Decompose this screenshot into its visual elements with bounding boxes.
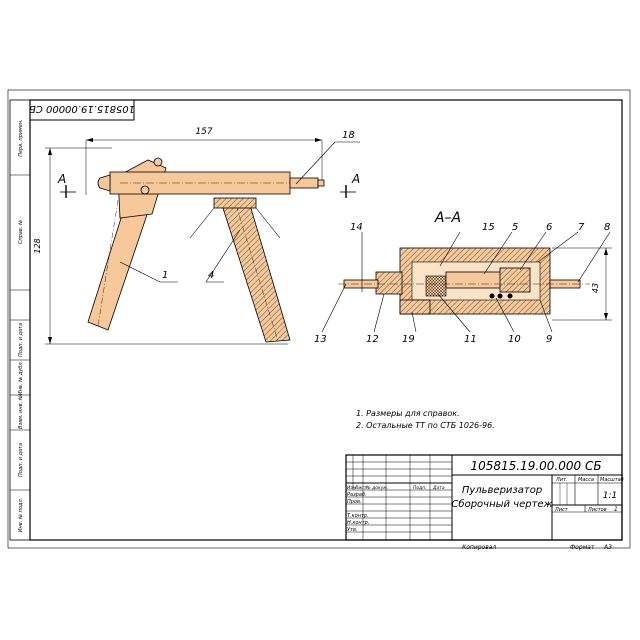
dimension-43: 43 xyxy=(591,283,600,293)
rev-header-doc: № докум. xyxy=(365,485,388,491)
rev-header-izm: Изм. xyxy=(347,485,358,491)
callout-7: 7 xyxy=(578,222,585,233)
sheets-label: Листов xyxy=(587,507,607,513)
callout-9: 9 xyxy=(546,334,552,345)
role-approved: Утв. xyxy=(347,527,358,533)
rear-nozzle xyxy=(97,174,111,192)
title-line-1: Пульверизатор xyxy=(462,485,542,496)
side-stamp-7: Инв. № подл. xyxy=(18,498,24,533)
rotated-designation: 105815.19.00000 СБ xyxy=(29,103,135,114)
callout-18: 18 xyxy=(342,130,355,141)
side-stamp-3: Подп. и дата xyxy=(18,323,24,357)
side-stamp-4: Инв. № дубл. xyxy=(18,361,24,395)
scale-value: 1:1 xyxy=(603,491,617,501)
dimension-128: 128 xyxy=(33,238,42,253)
format-label: Формат xyxy=(570,544,595,551)
dimension-157: 157 xyxy=(195,127,212,137)
sheets-value: 1 xyxy=(614,506,618,513)
role-developed: Разраб. xyxy=(347,492,367,498)
technical-notes: 1. Размеры для справок. 2. Остальные ТТ … xyxy=(356,409,495,430)
format-value: А3 xyxy=(603,544,612,551)
section-mark-left: А xyxy=(57,172,66,186)
title-block: 105815.19.00.000 СБ Изм. Лист № докум. П… xyxy=(345,454,624,551)
inner-frame xyxy=(29,99,623,541)
section-mark-right: А xyxy=(351,172,360,186)
section-label: А–А xyxy=(434,210,461,226)
designation: 105815.19.00.000 СБ xyxy=(470,459,601,473)
callout-6: 6 xyxy=(546,222,552,233)
mass-label: Масса xyxy=(578,477,594,483)
side-stamp-2: Справ. № xyxy=(18,220,24,244)
callout-10: 10 xyxy=(508,334,521,345)
mesh-part-11 xyxy=(425,275,447,297)
section-a-a-view: А–А 43 14 15 5 6 xyxy=(314,210,612,345)
rotated-designation-box: 105815.19.00000 СБ xyxy=(29,99,135,121)
callout-12: 12 xyxy=(366,334,379,345)
rev-header-sign: Подп. xyxy=(413,485,427,491)
role-checked: Пров. xyxy=(347,499,362,505)
copied-label: Копировал xyxy=(462,544,496,551)
side-stamp-5: Взам. инв. № xyxy=(18,395,24,429)
callout-5: 5 xyxy=(512,222,518,233)
stem-part-18 xyxy=(289,177,319,189)
tube-part-4 xyxy=(221,204,291,343)
role-tcontrol: Т.контр. xyxy=(347,513,369,519)
scale-label: Масштаб xyxy=(600,477,624,483)
rev-header-list: Лист xyxy=(354,485,367,491)
callout-14: 14 xyxy=(350,222,363,233)
callout-8: 8 xyxy=(604,222,610,233)
side-stamp: Перв. примен. Справ. № Подп. и дата Инв.… xyxy=(9,99,31,541)
note-1: 1. Размеры для справок. xyxy=(356,409,460,418)
gun-side-view xyxy=(87,157,325,343)
gun-dimensions: 157 128 А А 1 4 18 xyxy=(33,127,360,345)
callout-4: 4 xyxy=(208,270,214,281)
title-line-2: Сборочный чертеж xyxy=(451,498,552,510)
callout-11: 11 xyxy=(464,334,477,345)
outer-frame xyxy=(7,89,631,549)
note-2: 2. Остальные ТТ по СТБ 1026-96. xyxy=(356,421,495,430)
lit-label: Лит. xyxy=(555,477,568,483)
callout-15: 15 xyxy=(482,222,495,233)
side-stamp-1: Перв. примен. xyxy=(18,119,24,157)
callout-19: 19 xyxy=(402,334,415,345)
rev-header-date: Дата xyxy=(432,485,445,491)
sheet-label: Лист xyxy=(554,507,569,513)
role-ncontrol: Н.контр. xyxy=(347,520,369,526)
side-stamp-6: Подп. и дата xyxy=(18,443,24,477)
callout-13: 13 xyxy=(314,334,327,345)
callout-1: 1 xyxy=(162,270,168,281)
